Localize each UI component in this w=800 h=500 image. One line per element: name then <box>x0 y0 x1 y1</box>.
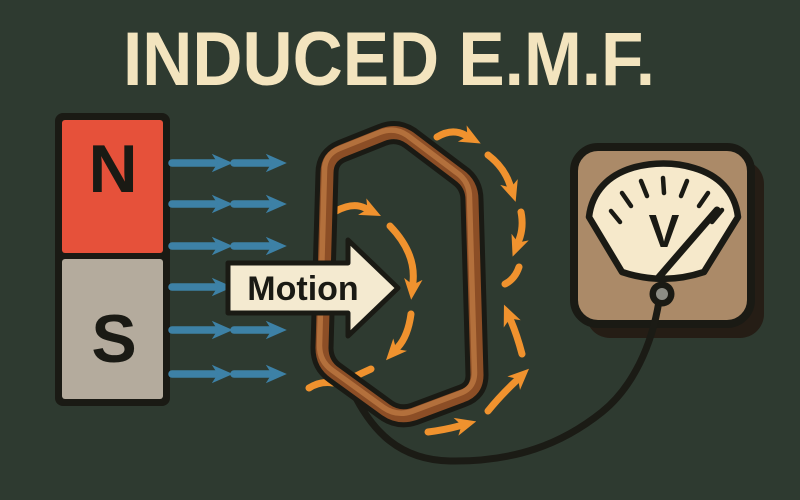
voltmeter-needle <box>655 206 721 281</box>
page-title: INDUCED E.M.F. <box>123 17 655 102</box>
voltmeter-unit-label: V <box>649 205 680 257</box>
induced-arrow <box>503 304 526 358</box>
coil-loop <box>310 121 489 428</box>
induced-current-arrows <box>305 125 530 436</box>
magnet-north-label: N <box>88 131 137 207</box>
voltmeter: V <box>570 143 764 338</box>
motion-arrow: Motion <box>225 237 401 339</box>
induced-arrow <box>386 222 423 300</box>
connecting-wire <box>348 297 663 465</box>
induced-arrow-dash <box>501 263 523 288</box>
voltmeter-scale-ticks <box>608 175 725 225</box>
induced-arrow <box>385 310 415 361</box>
induced-arrow <box>484 151 518 202</box>
induced-arrow <box>511 208 529 257</box>
motion-arrow-label: Motion <box>247 270 358 308</box>
induced-arrow <box>484 368 530 415</box>
motion-arrow-shape <box>225 237 401 339</box>
field-arrows <box>168 153 287 384</box>
magnet-north-pole <box>62 120 163 253</box>
induced-arrow <box>424 417 477 436</box>
magnet-south-pole <box>62 259 163 399</box>
coil-wire-highlight <box>316 127 478 417</box>
induced-arrow <box>433 125 481 144</box>
induced-arrow <box>332 198 381 216</box>
bar-magnet: N S <box>55 113 170 406</box>
magnet-south-label: S <box>91 301 136 377</box>
voltmeter-dial <box>585 160 742 282</box>
voltmeter-terminal <box>649 281 675 307</box>
